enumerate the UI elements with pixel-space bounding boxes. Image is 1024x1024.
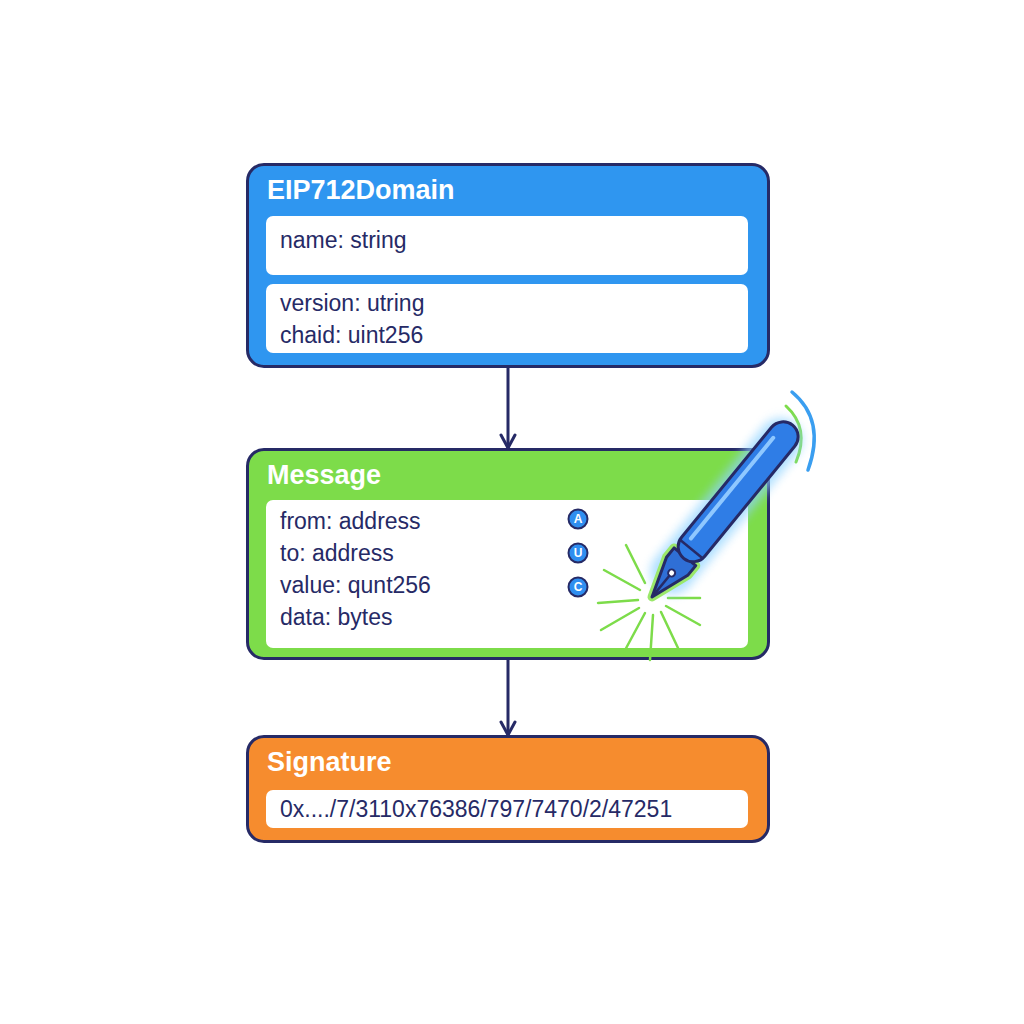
badge-letter: U (567, 542, 589, 564)
message-box: Message from: addressto: addressvalue: qu… (246, 448, 770, 660)
field-text: chaid: uint256 (280, 319, 748, 351)
value-panel: 0x..../7/3110x76386/797/7470/2/47251 (266, 790, 748, 828)
field-panel: name: string (266, 216, 748, 275)
badge-circle: A (567, 508, 589, 530)
motion-swoosh (786, 392, 814, 470)
flow-arrow (507, 660, 510, 735)
field-text: value: qunt256 (280, 569, 748, 601)
box-heading: Signature (267, 747, 392, 778)
flow-arrow (507, 368, 510, 448)
flow-arrow-group (508, 660, 509, 735)
box-heading: EIP712Domain (267, 175, 455, 206)
field-text: data: bytes (280, 601, 748, 633)
badge-letter: A (567, 508, 589, 530)
field-text: 0x..../7/3110x76386/797/7470/2/47251 (280, 793, 748, 825)
field-text: version: utring (280, 287, 748, 319)
box-heading: Message (267, 460, 381, 491)
badge-circle: C (567, 576, 589, 598)
field-panel: from: addressto: addressvalue: qunt256da… (266, 500, 748, 648)
field-text: name: string (280, 224, 748, 256)
badge-letter: C (567, 576, 589, 598)
flow-arrow-group (508, 368, 509, 448)
field-text: from: address (280, 505, 748, 537)
field-panel: version: utringchaid: uint256 (266, 284, 748, 353)
field-text: to: address (280, 537, 748, 569)
domain-box: EIP712Domain name: string version: utringc… (246, 163, 770, 368)
badge-circle: U (567, 542, 589, 564)
signature-box: Signature 0x..../7/3110x76386/797/7470/2/… (246, 735, 770, 843)
